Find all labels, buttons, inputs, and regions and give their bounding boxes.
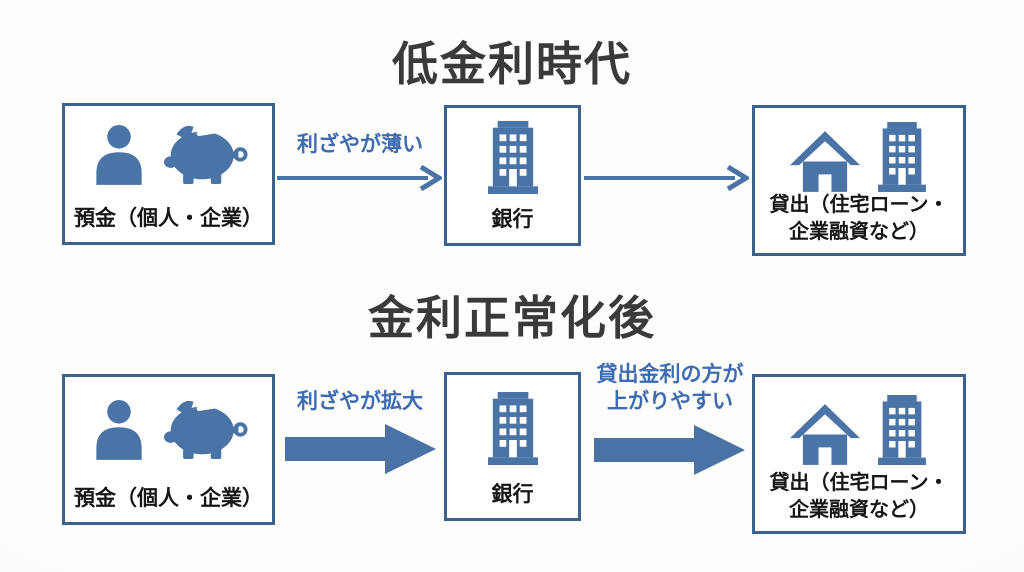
bank-building-icon xyxy=(486,392,540,465)
section-title-low-rate-era: 低金利時代 xyxy=(392,38,632,90)
person-icon xyxy=(90,398,148,460)
loan-box-label-line1: 貸出（住宅ローン・ xyxy=(769,472,949,494)
person-icon xyxy=(90,123,148,185)
loan-box-normalized: 貸出（住宅ローン・ 企業融資など） xyxy=(752,374,966,534)
bank-box-label: 銀行 xyxy=(491,208,534,231)
bank-box-label: 銀行 xyxy=(491,483,534,506)
margin-arrow-label: 利ざやが薄い xyxy=(297,133,423,156)
thick-arrow-bank-to-loan xyxy=(594,424,746,476)
loan-box-low-rate: 貸出（住宅ローン・ 企業融資など） xyxy=(752,105,966,256)
loan-box-label: 貸出（住宅ローン・ 企業融資など） xyxy=(755,470,963,524)
thin-arrow-bank-to-loan xyxy=(583,165,749,191)
deposit-box-label: 預金（個人・企業） xyxy=(74,487,263,510)
thin-arrow-deposit-to-bank xyxy=(276,165,442,191)
bank-building-icon xyxy=(486,121,540,194)
house-icon xyxy=(790,404,860,465)
house-icon xyxy=(790,131,860,192)
loan-box-label-line1: 貸出（住宅ローン・ xyxy=(769,194,949,216)
bank-box-normalized: 銀行 xyxy=(444,372,581,521)
piggy-bank-icon xyxy=(163,122,248,185)
piggy-bank-icon xyxy=(163,397,248,460)
deposit-box-normalized: 預金（個人・企業） xyxy=(62,374,275,525)
loan-box-label: 貸出（住宅ローン・ 企業融資など） xyxy=(755,192,963,246)
lending-arrow-label: 貸出金利の方が 上がりやすい xyxy=(578,361,762,415)
margin-arrow-label: 利ざやが拡大 xyxy=(297,390,423,413)
thick-arrow-deposit-to-bank xyxy=(285,423,437,475)
lending-arrow-label-line1: 貸出金利の方が xyxy=(596,363,744,386)
loan-box-label-line2: 企業融資など） xyxy=(789,499,929,521)
deposit-box-low-rate: 預金（個人・企業） xyxy=(62,103,275,245)
lending-arrow-label-line2: 上がりやすい xyxy=(607,390,733,413)
loan-box-label-line2: 企業融資など） xyxy=(789,221,929,243)
bank-box-low-rate: 銀行 xyxy=(444,105,581,246)
office-building-icon xyxy=(876,395,928,465)
section-title-rate-normalized: 金利正常化後 xyxy=(368,292,656,344)
deposit-box-label: 預金（個人・企業） xyxy=(74,207,263,230)
office-building-icon xyxy=(876,122,928,192)
